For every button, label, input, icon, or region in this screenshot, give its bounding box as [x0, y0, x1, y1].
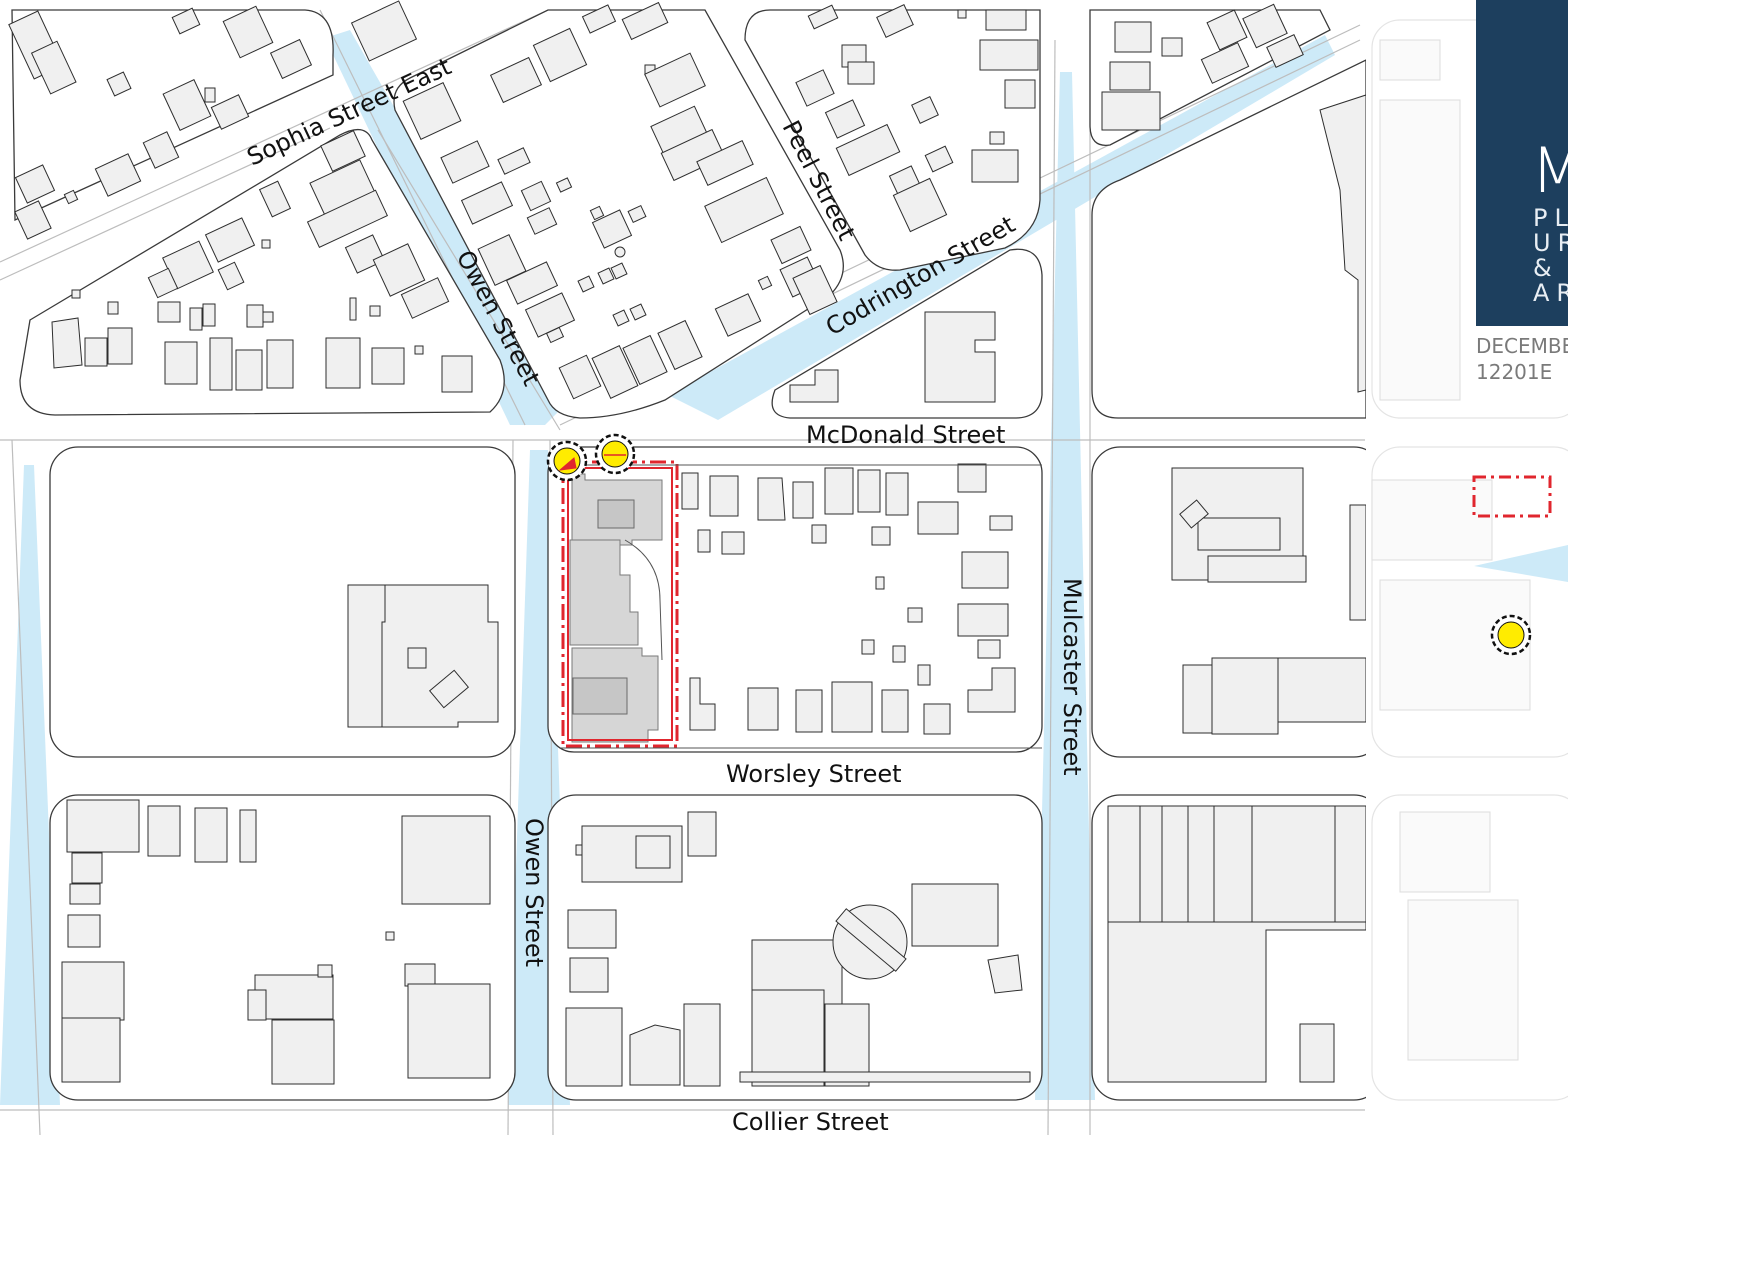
firm-line-1: PL [1533, 204, 1568, 232]
site-boundary-icon [1472, 475, 1552, 518]
view-corridor-west [0, 465, 60, 1105]
firm-line-3: & L [1533, 254, 1568, 282]
firm-line-2: UR [1533, 229, 1568, 257]
view-corridor-owen-north [325, 30, 565, 425]
building-footprints [8, 0, 1367, 1087]
viewpoints [546, 433, 636, 482]
site-boundary-outline [561, 460, 679, 748]
title-panel: M PL UR & L AR [1476, 0, 1568, 326]
site-context-map: Sophia Street East Owen Street Peel Stre… [0, 0, 1568, 1136]
block-sophia-south [19, 128, 505, 416]
firm-logo-letter: M [1531, 134, 1568, 207]
street-label-collier: Collier Street [732, 1108, 889, 1136]
sheet-date: DECEMBE [1476, 334, 1568, 358]
block-west-south [49, 794, 516, 1101]
street-label-worsley: Worsley Street [726, 760, 902, 788]
street-label-mulcaster: Mulcaster Street [1058, 578, 1086, 776]
view-corridor-icon [1474, 545, 1568, 582]
site-building-north-core [597, 499, 635, 529]
firm-line-4: AR [1533, 279, 1568, 307]
street-label-owen-south: Owen Street [520, 818, 548, 967]
firm-name-lines: PL UR & L AR [1533, 206, 1568, 306]
site-building-link [569, 539, 639, 646]
sheet-meta: DECEMBE 12201E [1476, 333, 1568, 385]
street-label-mcdonald: McDonald Street [806, 421, 1005, 449]
subject-site [548, 460, 1042, 749]
site-building-south-core [572, 677, 628, 715]
project-number: 12201E [1476, 360, 1553, 384]
legend-symbols [1472, 475, 1568, 656]
